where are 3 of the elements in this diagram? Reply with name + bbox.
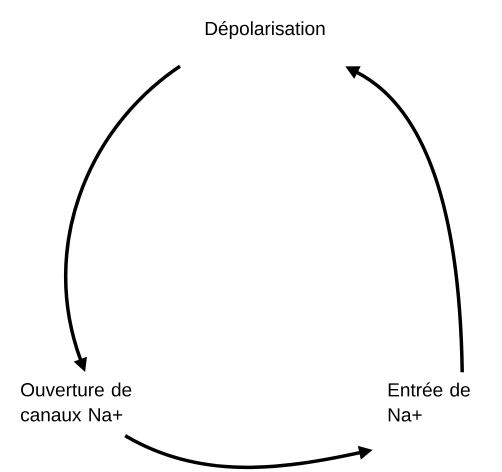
process-label: Dépolarisation [206,21,324,39]
process-label: Entrée de Na+ [388,382,470,422]
process-label: Ouverture de canaux Na+ [21,382,132,422]
